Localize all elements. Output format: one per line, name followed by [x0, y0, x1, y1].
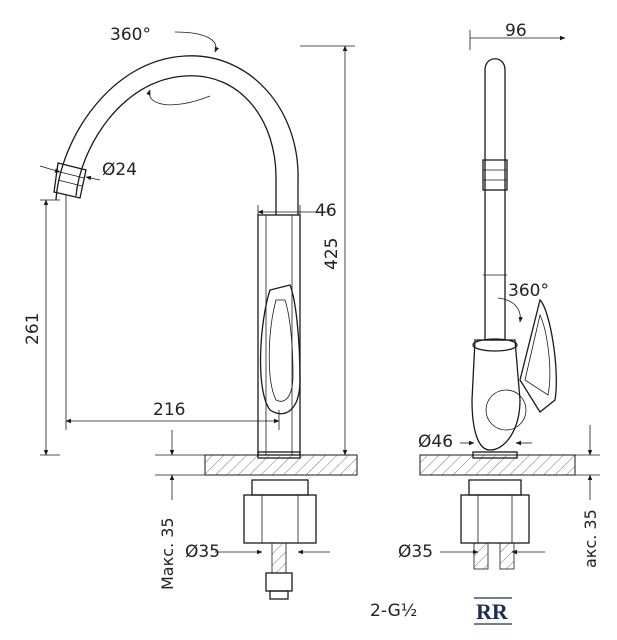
side-mount-nut: [460, 494, 530, 544]
front-view: 360° Ø24 46 425 261 216 Макс. 35 Ø35: [23, 25, 358, 600]
side-body: [471, 339, 521, 451]
front-rotation-label: 360°: [110, 25, 151, 45]
front-body-width-label: 46: [315, 201, 337, 221]
side-view: 96 360° Ø46 Ø35 акс. 35 2-G½: [370, 21, 600, 621]
front-spout-height-label: 261: [23, 313, 43, 345]
side-rotation-label: 360°: [508, 281, 549, 301]
side-thread-label: 2-G½: [370, 601, 417, 621]
side-countertop: [419, 454, 576, 476]
side-base-diameter-label: Ø46: [418, 432, 453, 452]
side-depth-label: 96: [505, 21, 527, 41]
brand-logo: RR: [470, 596, 516, 626]
side-max-thickness-label: акс. 35: [581, 509, 600, 568]
front-lever: [259, 284, 301, 415]
svg-text:RR: RR: [476, 599, 509, 624]
side-hose-right: [499, 542, 515, 570]
side-mount-diameter-label: Ø35: [398, 542, 433, 562]
front-spout-diameter-label: Ø24: [102, 160, 137, 180]
front-max-thickness-label: Макс. 35: [158, 517, 177, 590]
front-total-height-label: 425: [322, 238, 342, 270]
front-mount-nut: [243, 494, 317, 544]
front-countertop: [204, 454, 358, 476]
front-spout-outer: [55, 55, 299, 215]
front-spout-inner: [75, 75, 277, 215]
front-mount-diameter-label: Ø35: [185, 542, 220, 562]
side-hose-left: [473, 542, 489, 570]
side-lever: [519, 298, 557, 413]
front-hoses: [265, 542, 293, 600]
side-spout: [484, 58, 506, 341]
front-reach-label: 216: [153, 400, 185, 420]
front-aerator: [53, 162, 87, 199]
